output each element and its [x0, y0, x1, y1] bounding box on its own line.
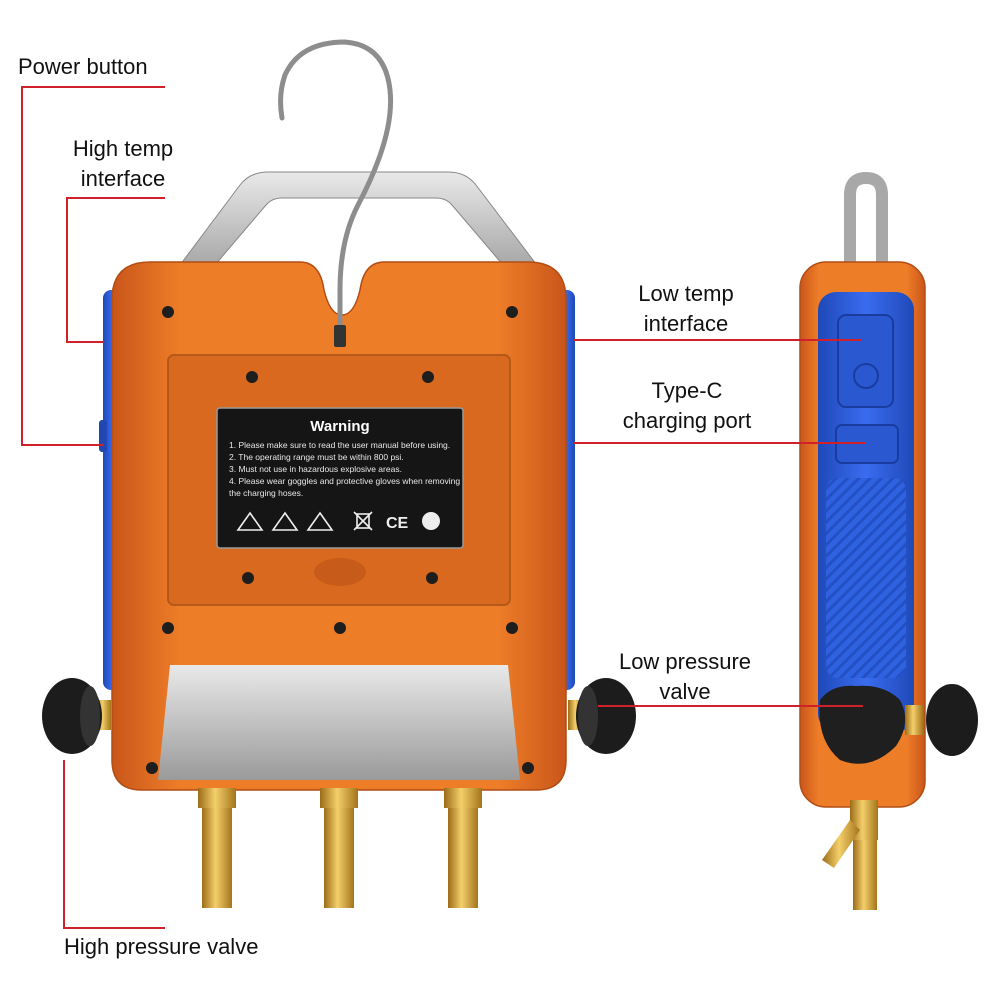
label-low-pressure-line2: valve [659, 679, 711, 704]
warning-line-3: 3. Must not use in hazardous explosive a… [229, 464, 402, 474]
label-high-temp-interface: High temp interface [48, 134, 198, 194]
hose-connector-right [444, 788, 482, 908]
hook-clamp [334, 325, 346, 347]
label-type-c-port: Type-C charging port [604, 376, 770, 436]
side-handle [844, 171, 888, 270]
label-type-c-line2: charging port [622, 408, 752, 433]
low-temp-port-connector-icon [853, 363, 879, 389]
manifold-plate [158, 665, 520, 780]
panel-thumb-recess [314, 558, 366, 586]
label-high-temp-line1: High temp [72, 136, 174, 161]
callout-lines [21, 86, 866, 929]
side-grip [826, 478, 906, 678]
screws [146, 306, 534, 774]
warning-title: Warning [310, 418, 370, 435]
warning-line-1: 1. Please make sure to read the user man… [229, 440, 451, 450]
label-low-pressure-line1: Low pressure [618, 649, 752, 674]
label-low-temp-interface: Low temp interface [606, 279, 766, 339]
label-type-c-line1: Type-C [651, 378, 723, 403]
warning-line-4: 4. Please wear goggles and protective gl… [229, 476, 461, 486]
label-high-temp-line2: interface [80, 166, 166, 191]
callout-line-high-pressure [63, 760, 165, 929]
label-high-pressure-valve: High pressure valve [64, 932, 304, 962]
label-power-button-text: Power button [18, 54, 148, 79]
low-pressure-valve-knob[interactable] [568, 678, 636, 754]
label-power-button: Power button [18, 52, 178, 82]
hanging-hook [278, 39, 394, 348]
label-low-pressure-valve: Low pressure valve [600, 647, 770, 707]
high-pressure-valve-knob[interactable] [42, 678, 111, 754]
power-button[interactable] [99, 420, 107, 452]
warning-line-2: 2. The operating range must be within 80… [229, 452, 404, 462]
label-high-pressure-text: High pressure valve [64, 934, 259, 959]
warning-symbols [236, 511, 440, 531]
hose-connector-middle [320, 788, 358, 908]
ce-mark: CE [386, 515, 409, 532]
warning-line-5: the charging hoses. [229, 488, 304, 498]
side-brass-fittings [822, 800, 878, 910]
label-low-temp-line1: Low temp [638, 281, 734, 306]
callout-line-power-button [21, 86, 165, 446]
label-low-temp-line2: interface [643, 311, 729, 336]
callout-line-high-temp [66, 197, 165, 343]
hose-connector-left [198, 788, 236, 908]
low-temp-port[interactable] [837, 314, 894, 408]
warning-label [216, 407, 464, 549]
